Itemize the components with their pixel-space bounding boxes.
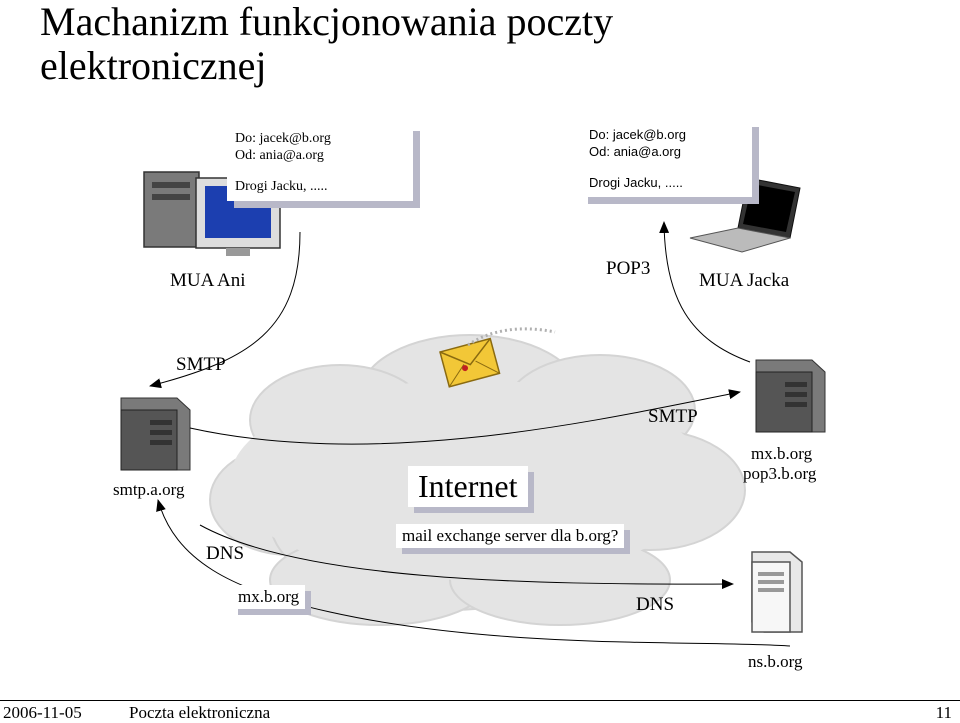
note-to: Do: jacek@b.org <box>235 131 331 146</box>
label-dns-right: DNS <box>636 594 675 615</box>
server-smtp-icon <box>120 397 191 471</box>
internet-label: Internet <box>408 466 528 507</box>
arrow-dns-query <box>199 524 734 590</box>
note-from: Od: ania@a.org <box>589 144 681 159</box>
footer-page-number: 11 <box>935 703 952 722</box>
arrow-mua-ani-to-smtp <box>149 231 301 389</box>
arrow-mx-to-mua-jacka <box>659 221 751 363</box>
title-line-1: Machanizm funkcjonowania poczty <box>40 0 614 44</box>
title-line-2: elektronicznej <box>40 43 267 88</box>
label-pop3: POP3 <box>606 258 651 279</box>
laptop-icon <box>689 177 801 253</box>
dns-answer-label: mx.b.org <box>232 585 306 609</box>
label-mua-ani: MUA Ani <box>170 270 246 291</box>
slide-footer: 2006-11-05 Poczta elektroniczna 11 <box>0 700 960 722</box>
note-body: Drogi Jacku, ..... <box>235 179 328 194</box>
server-mx-icon <box>755 359 826 433</box>
label-smtp-a-org: smtp.a.org <box>113 480 185 499</box>
note-to: Do: jacek@b.org <box>589 127 687 142</box>
label-ns-b-org: ns.b.org <box>748 652 803 671</box>
message-note-jacka: Do: jacek@b.org Od: ania@a.org Drogi Jac… <box>581 120 752 197</box>
arrow-dns-answer <box>156 499 791 647</box>
page-title: Machanizm funkcjonowania poczty elektron… <box>40 0 613 88</box>
arrow-smtp-to-mx <box>189 389 741 445</box>
note-body: Drogi Jacku, ..... <box>589 175 683 190</box>
dns-query-label: mail exchange server dla b.org? <box>396 524 625 548</box>
label-mua-jacka: MUA Jacka <box>699 270 790 291</box>
footer-date: 2006-11-05 <box>3 703 82 722</box>
label-smtp-right: SMTP <box>648 406 698 427</box>
label-pop3-b-org: pop3.b.org <box>743 464 817 483</box>
message-note-ani: Do: jacek@b.org Od: ania@a.org Drogi Jac… <box>227 124 413 201</box>
server-ns-icon <box>751 551 803 633</box>
note-from: Od: ania@a.org <box>235 148 324 163</box>
envelope-icon <box>439 337 501 388</box>
footer-subject: Poczta elektroniczna <box>129 703 271 722</box>
label-smtp-top: SMTP <box>176 354 226 375</box>
label-mx-b-org: mx.b.org <box>751 444 813 463</box>
label-dns-left: DNS <box>206 543 245 564</box>
